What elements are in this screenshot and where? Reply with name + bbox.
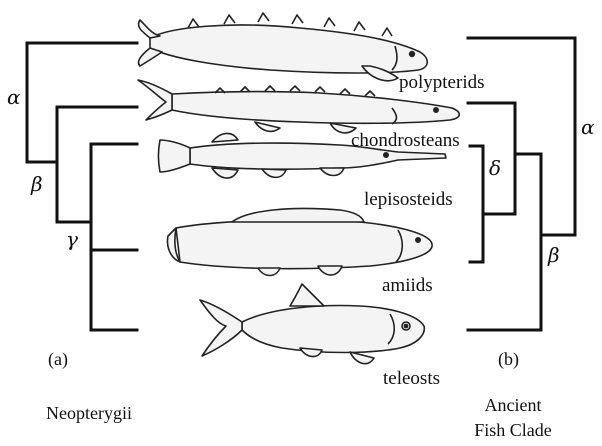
taxon-label-polypterids: polypterids <box>399 72 485 93</box>
taxon-label-chondrosteans: chondrosteans <box>351 130 460 151</box>
tree-b-caption-line1: Ancient <box>485 395 542 415</box>
tree-a-caption: Neopterygii <box>46 403 132 423</box>
tree-b-node-beta: β <box>547 243 560 267</box>
taxon-label-amiids: amiids <box>382 275 433 296</box>
bowfin-fish-icon <box>168 209 433 276</box>
tree-a <box>27 43 137 330</box>
tree-b-node-delta: δ <box>489 156 501 180</box>
polypterid-fish-icon <box>138 13 427 81</box>
tree-a-node-beta: β <box>30 172 43 196</box>
tree-b-caption-line2: Fish Clade <box>474 420 552 440</box>
taxon-label-lepisosteids: lepisosteids <box>364 189 453 210</box>
tree-b-node-alpha: α <box>581 115 595 139</box>
tree-a-panel-label: (a) <box>48 349 68 370</box>
tree-b-panel-label: (b) <box>498 349 519 370</box>
tree-a-node-gamma: γ <box>66 227 78 251</box>
taxon-label-teleosts: teleosts <box>383 368 440 389</box>
tree-a-node-alpha: α <box>7 85 21 109</box>
